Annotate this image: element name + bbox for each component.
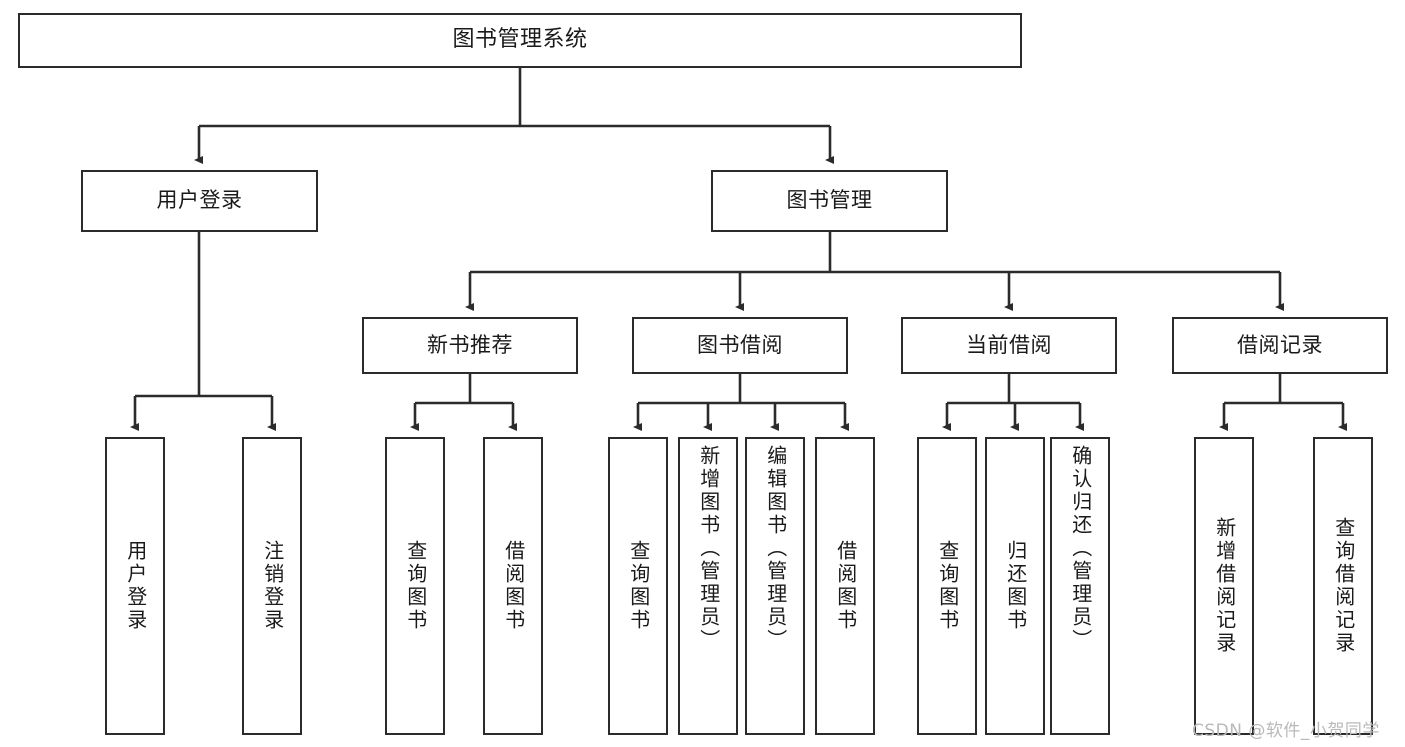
- node-leaf-borrow-book-1[interactable]: 借阅图书: [483, 437, 543, 735]
- node-leaf-user-login[interactable]: 用户登录: [105, 437, 165, 735]
- node-user-login[interactable]: 用户登录: [81, 170, 318, 232]
- node-label: 查询借阅记录: [1331, 517, 1356, 655]
- node-leaf-query-book-3[interactable]: 查询图书: [917, 437, 977, 735]
- node-new-book-recommend[interactable]: 新书推荐: [362, 317, 578, 374]
- node-leaf-add-record[interactable]: 新增借阅记录: [1194, 437, 1254, 735]
- node-leaf-query-record[interactable]: 查询借阅记录: [1313, 437, 1373, 735]
- node-label: 借阅图书: [501, 540, 526, 632]
- node-label: 新增借阅记录: [1212, 517, 1237, 655]
- node-label: 查询图书: [935, 540, 960, 632]
- node-label: 查询图书: [403, 540, 428, 632]
- node-label: 图书管理系统: [452, 27, 588, 53]
- node-borrow-record[interactable]: 借阅记录: [1172, 317, 1388, 374]
- node-book-management[interactable]: 图书管理: [711, 170, 948, 232]
- node-label: 用户登录: [123, 540, 148, 632]
- csdn-watermark: CSDN @软件_小贺同学: [1192, 721, 1380, 741]
- node-leaf-add-book[interactable]: 新增图书（管理员）: [678, 437, 738, 735]
- node-label: 新书推荐: [427, 332, 513, 357]
- node-leaf-query-book-2[interactable]: 查询图书: [608, 437, 668, 735]
- node-label: 确认归还（管理员）: [1068, 445, 1093, 652]
- node-label: 查询图书: [626, 540, 651, 632]
- node-leaf-logout[interactable]: 注销登录: [242, 437, 302, 735]
- node-leaf-edit-book[interactable]: 编辑图书（管理员）: [745, 437, 805, 735]
- node-label: 借阅记录: [1237, 332, 1323, 357]
- node-label: 图书管理: [786, 188, 873, 213]
- node-current-borrow[interactable]: 当前借阅: [901, 317, 1117, 374]
- node-label: 注销登录: [260, 540, 285, 632]
- node-label: 新增图书（管理员）: [696, 445, 721, 652]
- node-leaf-query-book-1[interactable]: 查询图书: [385, 437, 445, 735]
- node-label: 用户登录: [156, 188, 243, 213]
- node-leaf-confirm-return[interactable]: 确认归还（管理员）: [1050, 437, 1110, 735]
- node-book-borrow[interactable]: 图书借阅: [632, 317, 848, 374]
- node-label: 当前借阅: [966, 332, 1052, 357]
- node-leaf-borrow-book-2[interactable]: 借阅图书: [815, 437, 875, 735]
- node-root-book-management-system[interactable]: 图书管理系统: [18, 13, 1022, 68]
- node-label: 借阅图书: [833, 540, 858, 632]
- node-leaf-return-book[interactable]: 归还图书: [985, 437, 1045, 735]
- node-label: 编辑图书（管理员）: [763, 445, 788, 652]
- node-label: 归还图书: [1003, 540, 1028, 632]
- node-label: 图书借阅: [697, 332, 783, 357]
